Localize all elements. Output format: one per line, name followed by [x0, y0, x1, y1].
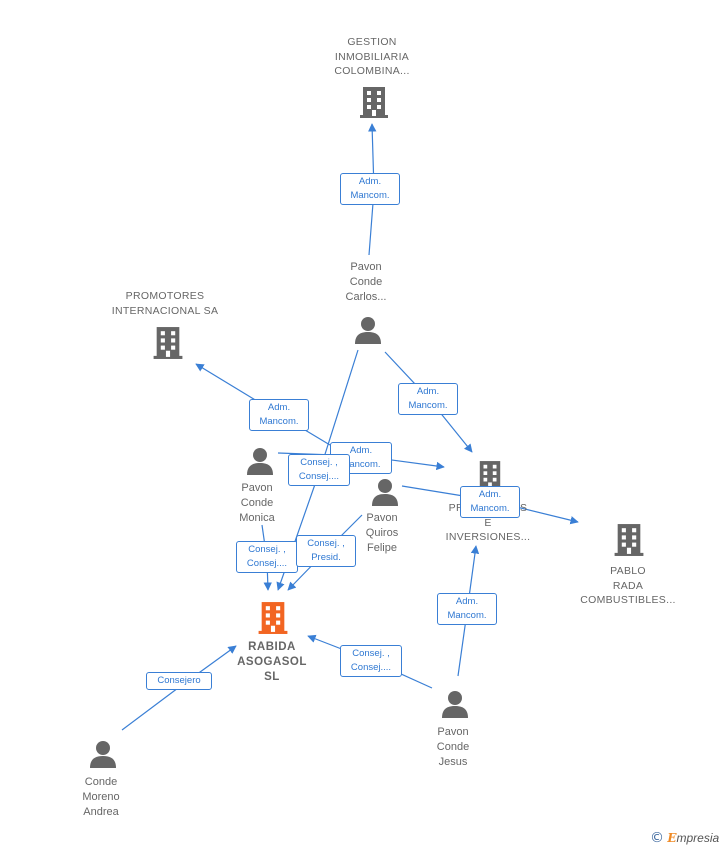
edge-label-monica-promotores-int[interactable]: Adm. Mancom.	[249, 399, 309, 431]
company-name-pablo-rada[interactable]: PABLO RADA COMBUSTIBLES...	[580, 565, 676, 606]
person-name-pavon-carlos[interactable]: Pavon Conde Carlos...	[345, 261, 387, 303]
person-icon[interactable]	[354, 315, 382, 345]
brand-initial: E	[667, 831, 677, 845]
edge-label-jesus-rabida[interactable]: Consej. , Consej....	[340, 645, 402, 677]
company-name-gestion[interactable]: GESTION INMOBILIARIA COLOMBINA...	[334, 36, 410, 77]
focus-building-icon[interactable]	[258, 600, 288, 635]
edge-label-jesus-promotores-inv[interactable]: Adm. Mancom.	[437, 593, 497, 625]
person-icon[interactable]	[246, 446, 274, 476]
edge-label-monica-rabida[interactable]: Consej. , Consej....	[236, 541, 298, 573]
building-icon[interactable]	[153, 325, 183, 360]
person-name-pavon-jesus[interactable]: Pavon Conde Jesus	[436, 726, 470, 768]
brand-rest: mpresia	[676, 831, 720, 845]
copyright-symbol: ©	[650, 830, 664, 846]
person-name-pavon-monica[interactable]: Pavon Conde Monica	[239, 482, 275, 524]
edge-label-andrea-rabida[interactable]: Consejero	[146, 672, 212, 690]
edge-label-carlos-gestion[interactable]: Adm. Mancom.	[340, 173, 400, 205]
person-name-conde-andrea[interactable]: Conde Moreno Andrea	[82, 776, 120, 818]
company-name-rabida-asogasol[interactable]: RABIDA ASOGASOL SL	[237, 641, 307, 683]
person-icon[interactable]	[89, 739, 117, 769]
person-name-pavon-felipe[interactable]: Pavon Quiros Felipe	[365, 512, 399, 554]
empresia-logo[interactable]: © Empresia	[650, 830, 719, 846]
person-icon[interactable]	[371, 477, 399, 507]
person-icon[interactable]	[441, 689, 469, 719]
edge-label-carlos-rabida[interactable]: Consej. , Consej....	[288, 454, 350, 486]
company-name-promotores-internacional[interactable]: PROMOTORES INTERNACIONAL SA	[111, 290, 219, 317]
edge-label-felipe-rabida[interactable]: Consej. , Presid.	[296, 535, 356, 567]
edge-label-carlos-promotores-inv[interactable]: Adm. Mancom.	[398, 383, 458, 415]
building-icon[interactable]	[614, 522, 644, 557]
edge-label-felipe-pablo[interactable]: Adm. Mancom.	[460, 486, 520, 518]
building-icon[interactable]	[360, 85, 388, 119]
